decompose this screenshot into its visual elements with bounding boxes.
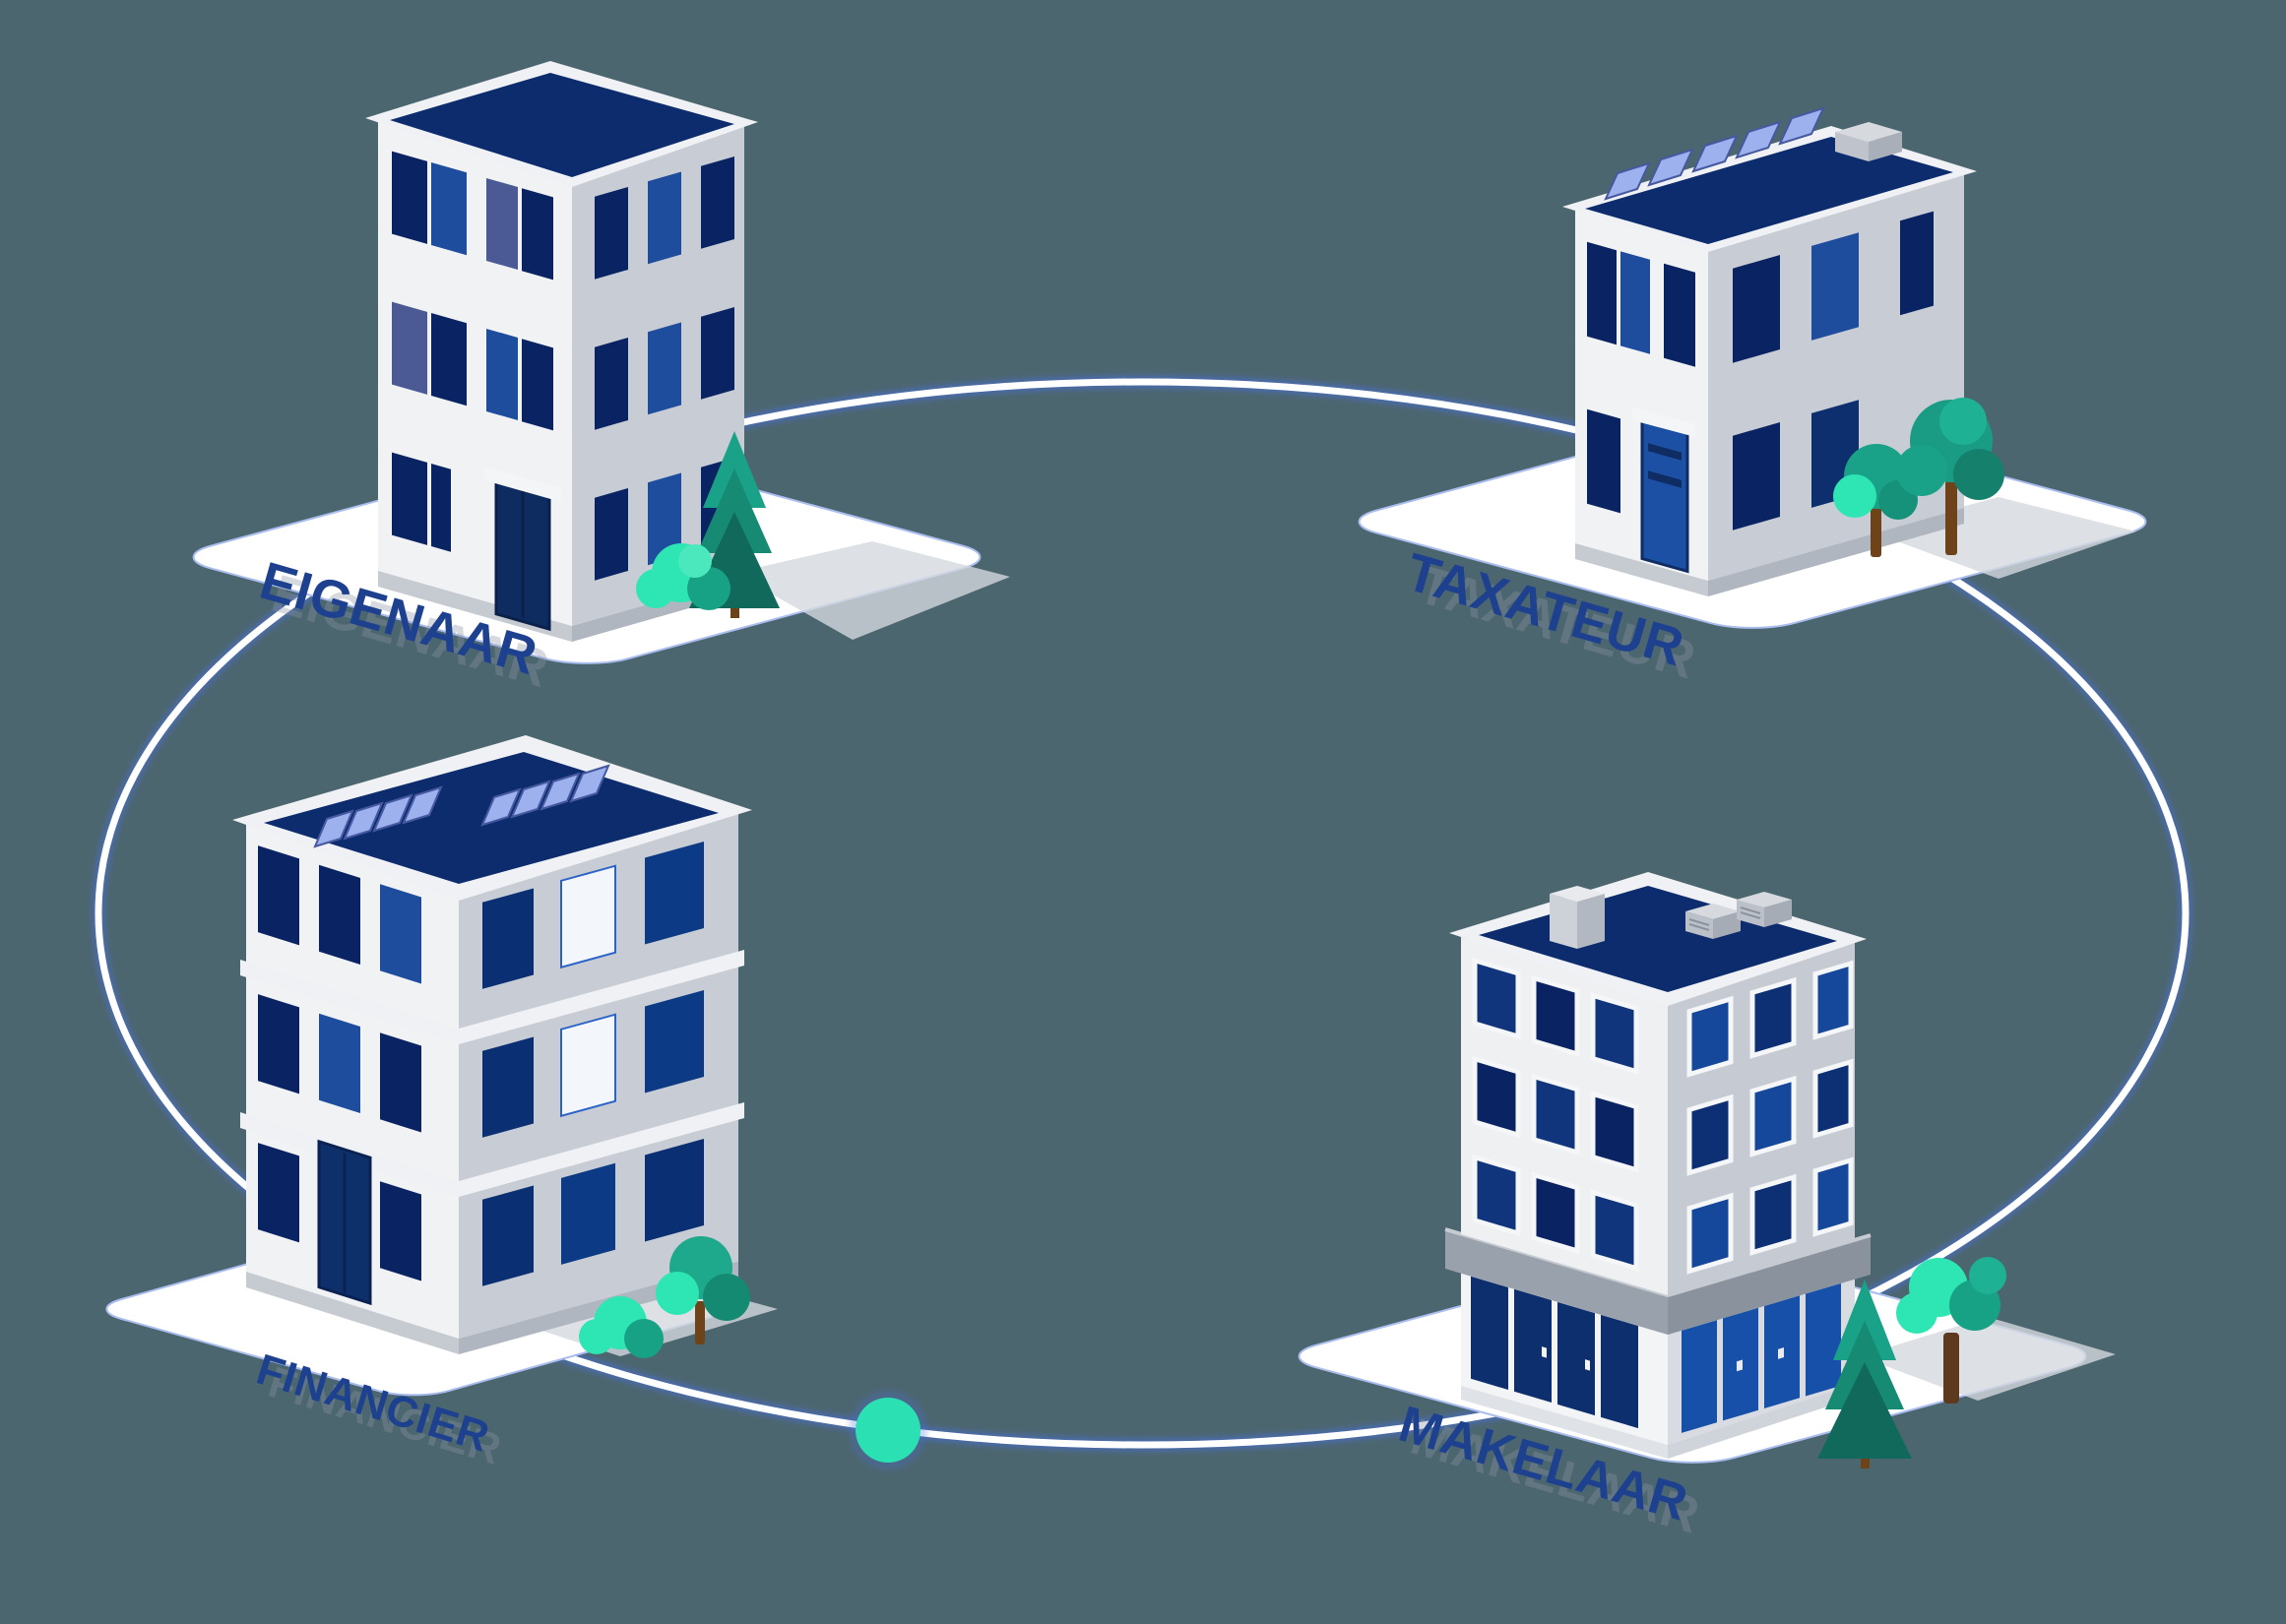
makelaar-building-illustration [1444, 872, 1872, 1459]
node-financier: FINANCIER FINANCIER [87, 735, 778, 1474]
taxateur-building-illustration [1562, 106, 1977, 596]
door-lintel [1632, 407, 1695, 437]
base-strip [1668, 1384, 1855, 1459]
roof [390, 73, 734, 177]
windows-left-face [1472, 957, 1639, 1272]
orbit-line [95, 378, 2190, 1449]
entrance-door [1640, 412, 1689, 574]
storefront-glass-right [1682, 1282, 1841, 1433]
solar-panels-icon [313, 764, 610, 848]
solar-panels-icon [1604, 106, 1825, 201]
roof-box-icon [1835, 122, 1902, 161]
cornice [459, 1102, 744, 1197]
eigenaar-building-illustration [365, 61, 758, 642]
progress-marker-dot [849, 1391, 927, 1469]
plinth [1575, 543, 1708, 596]
plinth [246, 1272, 459, 1354]
roof [1585, 137, 1953, 244]
palm-tree-icon [1896, 1257, 2006, 1404]
windows-right-face [1686, 960, 1854, 1275]
bush-icon [636, 543, 730, 610]
windows-left-face [392, 151, 553, 632]
door-awning [484, 467, 561, 502]
windows-right-face [482, 842, 704, 1286]
ac-unit-icon [1685, 904, 1741, 939]
building-shadow [1860, 1317, 2116, 1401]
pine-tree-icon [1817, 1280, 1912, 1468]
building-shadow [734, 541, 1010, 640]
plinth [1708, 508, 1964, 596]
tree-icon [656, 1236, 750, 1344]
node-taxateur: TAXATEUR TAXATEUR [1335, 106, 2171, 690]
fascia-band [1668, 1235, 1871, 1335]
node-makelaar: MAKELAAR MAKELAAR [1275, 872, 2116, 1545]
base-strip [1461, 1386, 1668, 1459]
tree-icon [1896, 398, 2004, 555]
windows-right-face [1733, 211, 1934, 531]
chimney-icon [1550, 886, 1605, 949]
cornice [240, 960, 459, 1044]
node-eigenaar: EIGENAAR EIGENAAR [169, 61, 1010, 699]
ac-unit-icon [1737, 892, 1792, 927]
cornice [459, 950, 744, 1044]
fascia-band [1445, 1229, 1668, 1335]
bush-icon [579, 1296, 664, 1358]
storefront-glass-left [1471, 1276, 1638, 1429]
orbit-path [92, 375, 2192, 1452]
windows-left-face [258, 845, 421, 1306]
windows-left-face [1587, 241, 1695, 574]
plinth [378, 571, 572, 642]
